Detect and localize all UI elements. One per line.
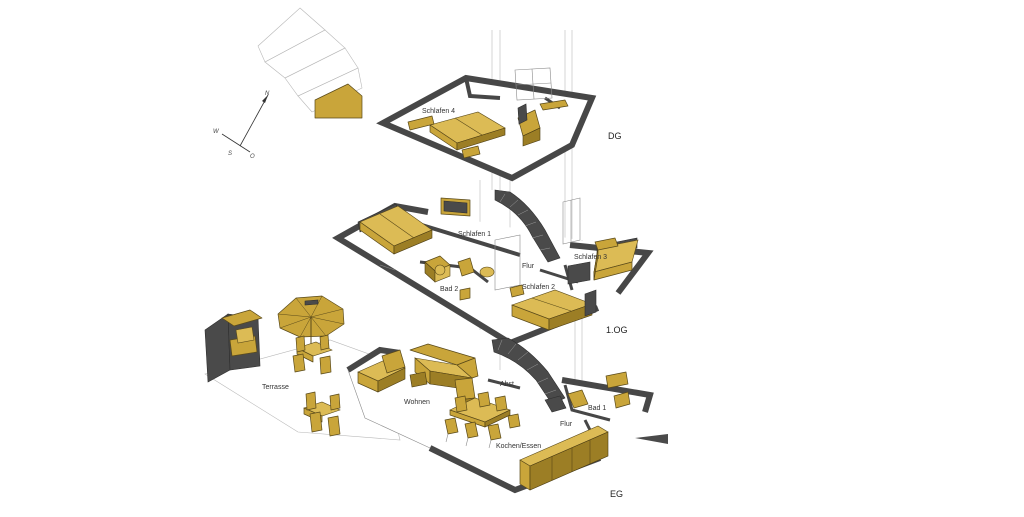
floor-eg: Terrasse Wohnen Abst. Bad 1 Flur Kochen/…	[204, 295, 668, 499]
og-picture	[440, 197, 471, 217]
room-label-terrasse: Terrasse	[262, 384, 289, 391]
eg-bad1-fixtures	[567, 371, 631, 409]
eg-sofa-main	[409, 343, 479, 407]
room-label-bad1: Bad 1	[588, 405, 606, 412]
compass-o: O	[250, 154, 255, 160]
room-label-kochen-essen: Kochen/Essen	[496, 443, 541, 450]
floor-label-dg: DG	[608, 131, 622, 141]
eg-sofa-left	[357, 349, 406, 393]
og-bed-schlafen1	[357, 203, 433, 255]
room-label-schlafen4: Schlafen 4	[422, 108, 455, 115]
eg-kitchen-counter	[519, 425, 609, 491]
room-label-abst: Abst.	[500, 381, 516, 388]
floor-og: Schlafen 1 Flur Schlafen 3 Schlafen 2 Ba…	[332, 189, 654, 346]
og-bed-schlafen2	[511, 289, 597, 331]
site-plan	[257, 7, 363, 119]
eg-staircase	[491, 337, 567, 413]
room-label-schlafen1: Schlafen 1	[458, 231, 491, 238]
room-label-bad2: Bad 2	[440, 286, 458, 293]
terrace-beach-chair	[204, 309, 263, 383]
room-label-schlafen2: Schlafen 2	[522, 284, 555, 291]
room-label-flur-og: Flur	[522, 263, 535, 270]
eg-entry-marker	[635, 434, 668, 444]
floor-label-eg: EG	[610, 489, 623, 499]
compass-w: W	[213, 129, 220, 135]
dg-outer-walls	[376, 74, 597, 182]
og-bad2-fixtures	[424, 255, 495, 301]
terrace-umbrella	[277, 295, 345, 350]
compass-s: S	[228, 151, 232, 157]
room-label-flur-eg: Flur	[560, 421, 573, 428]
terrace-table-2	[303, 391, 341, 437]
dg-bed	[429, 111, 506, 151]
eg-dining-table	[444, 391, 521, 449]
terrace-table-1	[292, 334, 333, 375]
room-label-schlafen3: Schlafen 3	[574, 254, 607, 261]
room-label-wohnen: Wohnen	[404, 399, 430, 406]
og-staircase	[494, 189, 561, 263]
compass: N W S O	[213, 91, 270, 160]
dg-desk	[517, 103, 541, 147]
site-plan-house	[314, 83, 363, 119]
compass-n: N	[265, 91, 270, 97]
floor-dg: Schlafen 4 DG	[376, 67, 622, 182]
floor-label-og: 1.OG	[606, 325, 628, 335]
